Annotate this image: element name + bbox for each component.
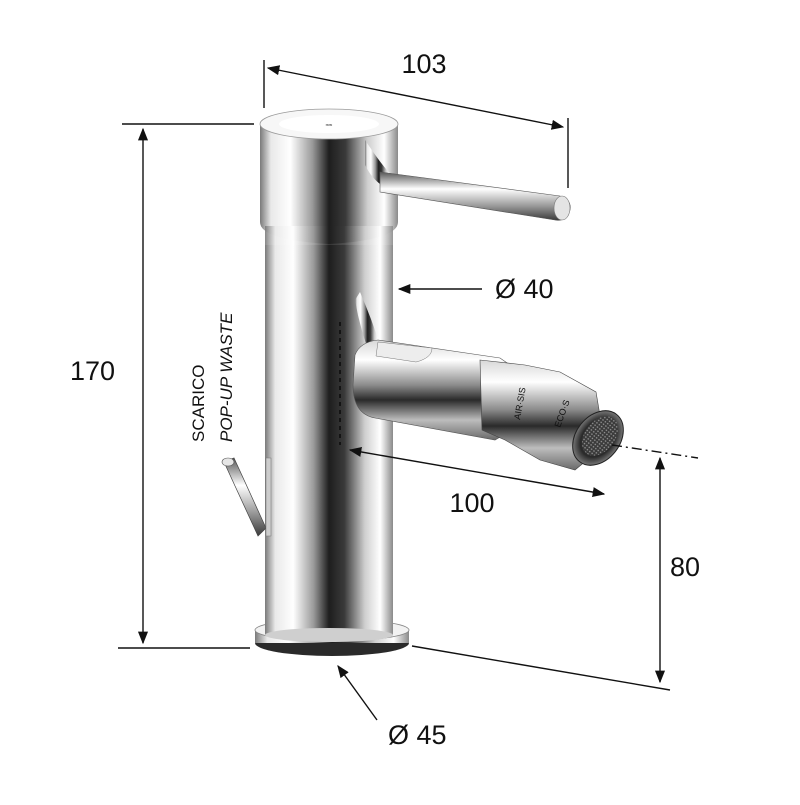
leader-base-diameter [337, 664, 378, 721]
label-width-top: 103 [401, 49, 446, 79]
extension-line-spout-base [411, 645, 671, 691]
label-spout-reach: 100 [449, 488, 494, 518]
label-body-diameter: Ø 40 [495, 274, 554, 304]
dimension-labels: 103 170 Ø 40 100 80 Ø 45 SCARICO POP-UP … [70, 49, 700, 750]
label-waste-english: POP-UP WASTE [217, 312, 236, 442]
label-spout-height: 80 [670, 552, 700, 582]
label-waste-italian: SCARICO [189, 365, 208, 442]
body-cylinder [265, 245, 393, 642]
dim-line-reach [348, 446, 606, 498]
dim-line-width [266, 65, 565, 130]
axis-line-spout [611, 444, 699, 459]
label-height-total: 170 [70, 356, 115, 386]
faucet: ≈≈ AIR·SIS ECO·S [221, 108, 624, 656]
brand-logo-mark: ≈≈ [326, 123, 333, 129]
dimension-lines [118, 60, 699, 721]
spout: AIR·SIS ECO·S [352, 292, 624, 471]
lever-handle [365, 140, 571, 221]
label-base-diameter: Ø 45 [388, 720, 447, 750]
pop-up-rod [221, 457, 272, 537]
